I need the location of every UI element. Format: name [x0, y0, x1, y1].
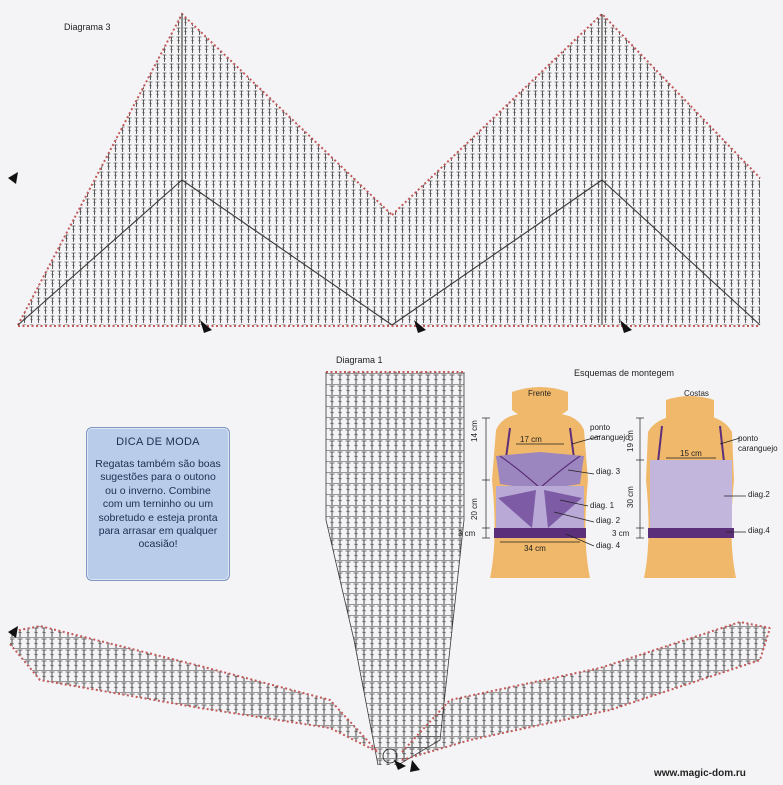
- front-width-bottom: 34 cm: [524, 544, 546, 553]
- back-callout-diag4: diag.4: [748, 526, 770, 535]
- back-callout-edge: ponto caranguejo: [738, 434, 778, 453]
- front-dimension-lines: [482, 417, 601, 547]
- diagram1-label: Diagrama 1: [336, 355, 383, 365]
- front-height-bottom: 3 cm: [458, 529, 476, 538]
- front-width-top: 17 cm: [520, 435, 542, 444]
- watermark: www.magic-dom.ru: [654, 768, 746, 779]
- front-callout-edge: ponto caranguejo: [590, 423, 630, 442]
- fashion-tip-title: DICA DE MODA: [116, 436, 200, 448]
- front-bodice: [496, 452, 584, 490]
- left-strap-chart: [9, 624, 379, 753]
- right-strap-chart: [401, 620, 771, 761]
- diagram1-chart: [325, 371, 465, 766]
- fashion-tip-body: Regatas também são boas sugestões para o…: [95, 458, 221, 551]
- back-width-top: 15 cm: [680, 449, 702, 458]
- back-height-bottom: 3 cm: [612, 529, 630, 538]
- back-height-top: 19 cm: [626, 430, 635, 452]
- front-height-mid: 20 cm: [470, 498, 479, 520]
- back-title: Costas: [684, 389, 709, 398]
- back-height-mid: 30 cm: [626, 486, 635, 508]
- front-callout-diag4: diag. 4: [596, 541, 621, 550]
- diagram3-left-panel: [17, 12, 393, 326]
- front-callout-diag3: diag. 3: [596, 467, 621, 476]
- join-ring: [382, 748, 398, 764]
- front-mannequin-neck: [512, 387, 568, 420]
- diagram3-label: Diagrama 3: [64, 22, 111, 32]
- front-schematic: [490, 387, 590, 578]
- diagram3-arrows: [8, 172, 632, 333]
- fashion-tip-box: DICA DE MODA Regatas também são boas sug…: [86, 427, 230, 581]
- back-callout-diag2: diag.2: [748, 490, 770, 499]
- diagram3-diagonals: [17, 14, 761, 326]
- back-dimension-lines: [636, 417, 746, 539]
- front-height-top: 14 cm: [470, 420, 479, 442]
- assembly-title: Esquemas de montegem: [574, 368, 675, 378]
- bottom-arrows: [8, 626, 420, 772]
- front-callout-diag1: diag. 1: [590, 501, 615, 510]
- diagram3-right-panel: [391, 12, 761, 325]
- front-callout-diag2: diag. 2: [596, 516, 621, 525]
- back-panel: [650, 460, 732, 528]
- back-schematic: [644, 396, 736, 578]
- front-title: Frente: [528, 389, 552, 398]
